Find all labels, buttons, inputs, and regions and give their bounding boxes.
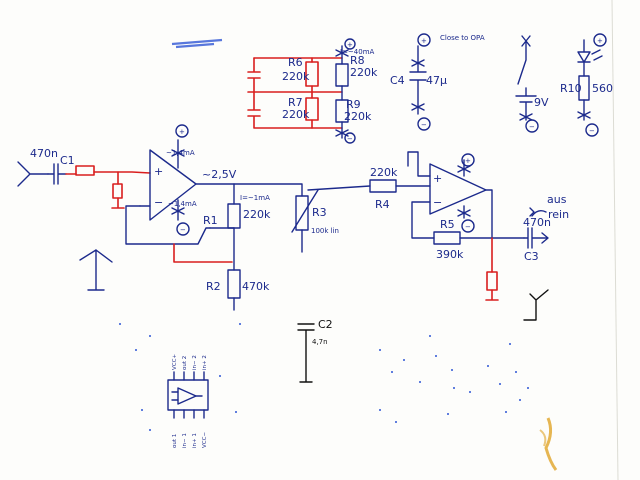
led-vminus: − xyxy=(589,127,595,135)
r5-value: 390k xyxy=(436,248,464,261)
r1-value: 220k xyxy=(243,208,271,221)
ic-pin-out2: out 2 xyxy=(182,356,188,370)
output-load-resistor xyxy=(485,237,499,301)
opamp2-minus: − xyxy=(433,196,442,209)
r4-value: 220k xyxy=(370,166,398,179)
capacitor-c1: 470n C1 xyxy=(30,147,75,185)
note-in: rein xyxy=(548,208,569,221)
ic-pin-inminus1: in− 1 xyxy=(182,433,188,448)
c2-value: 4,7n xyxy=(312,338,328,346)
ic-pin-out1: out 1 xyxy=(172,434,178,448)
r8-current: I=~40mA xyxy=(340,48,375,56)
r6-value: 220k xyxy=(282,70,310,83)
ic-pin-inplus1: in+ 1 xyxy=(192,433,198,448)
capacitor-c2: C2 4,7n xyxy=(297,318,333,383)
r2-name: R2 xyxy=(206,280,221,293)
c4-vminus: − xyxy=(421,121,427,129)
paper-marks xyxy=(171,0,619,480)
r6-name: R6 xyxy=(288,56,303,69)
resistor-r5: R5 390k xyxy=(433,189,525,261)
c3-name: C3 xyxy=(524,250,539,263)
resistor-r1: I=~1mA 220k xyxy=(227,183,271,271)
input-jack xyxy=(17,161,49,187)
opamp-2: + − + − xyxy=(407,151,487,239)
output-jack xyxy=(523,289,549,321)
c3-value: 470n xyxy=(523,216,551,229)
r10-name: R10 xyxy=(560,82,582,95)
scan-speckles xyxy=(119,323,529,431)
ic-pin-inminus2: in− 2 xyxy=(192,355,198,370)
opamp1-vminus: − xyxy=(180,226,186,234)
ic-pin-inplus2: in+ 2 xyxy=(202,355,208,370)
r1-current: I=~1mA xyxy=(240,194,270,202)
resistor-r2: R2 470k xyxy=(206,269,270,311)
opamp1-current-top: ~1,4mA xyxy=(166,149,195,157)
opamp2-vminus: − xyxy=(465,223,471,231)
r3-name: R3 xyxy=(312,206,327,219)
r8-value: 220k xyxy=(350,66,378,79)
c1-value: 470n xyxy=(30,147,58,160)
c4-value: 47µ xyxy=(426,74,447,87)
c4-note: Close to OPA xyxy=(440,34,485,42)
r3-value: 100k lin xyxy=(311,227,339,235)
r4-name: R4 xyxy=(375,198,390,211)
divider-vminus: − xyxy=(347,135,353,143)
led-vplus: + xyxy=(597,37,603,45)
r1-name: R1 xyxy=(203,214,218,227)
c4-name: C4 xyxy=(390,74,405,87)
r8-name: R8 xyxy=(350,54,365,67)
opamp1-plus: + xyxy=(154,165,163,178)
potentiometer-r3: R3 100k lin xyxy=(291,185,371,253)
resistor-r4: 220k R4 xyxy=(369,166,431,211)
r2-value: 470k xyxy=(242,280,270,293)
opamp2-plus: + xyxy=(433,172,442,185)
opamp1-minus: − xyxy=(154,196,163,209)
c1-name: C1 xyxy=(60,154,75,167)
bias-divider: R6 220k R7 220k + − I=~40mA R8 220k R9 2… xyxy=(247,38,378,144)
led-indicator: + − R10 560 xyxy=(560,33,613,137)
r7-name: R7 xyxy=(288,96,303,109)
battery-value: 9V xyxy=(534,96,549,109)
r9-name: R9 xyxy=(346,98,361,111)
opamp-1: + − + − ~1,4mA ~1,4mA xyxy=(139,124,197,236)
ic-pin-vcc-minus: VCC− xyxy=(202,432,208,448)
ic-pinout: VCC+ out 2 in− 2 in+ 2 out 1 in− 1 in+ 1… xyxy=(167,354,209,448)
capacitor-c3: 470n C3 aus rein xyxy=(523,193,569,263)
r10-value: 560 xyxy=(592,82,613,95)
divider-vplus: + xyxy=(347,41,353,49)
battery-minus: − xyxy=(529,123,535,131)
opamp1-output-wire: ~2,5V xyxy=(195,168,303,197)
opamp1-current-bottom: ~1,4mA xyxy=(168,200,197,208)
r5-name: R5 xyxy=(440,218,455,231)
ground-symbol-input xyxy=(79,249,113,291)
opamp1-vplus: + xyxy=(179,128,185,136)
input-bias-resistor xyxy=(111,171,125,209)
note-out: aus xyxy=(547,193,567,206)
c2-name: C2 xyxy=(318,318,333,331)
output-voltage: ~2,5V xyxy=(202,168,237,181)
ic-pin-vcc-plus: VCC+ xyxy=(172,354,178,370)
r9-value: 220k xyxy=(344,110,372,123)
input-resistor xyxy=(65,165,151,176)
battery-9v: − 9V xyxy=(515,35,549,133)
r7-value: 220k xyxy=(282,108,310,121)
c4-vplus: + xyxy=(421,37,427,45)
capacitor-c4: + − Close to OPA C4 47µ xyxy=(390,33,485,131)
opamp2-vplus: + xyxy=(465,157,471,165)
